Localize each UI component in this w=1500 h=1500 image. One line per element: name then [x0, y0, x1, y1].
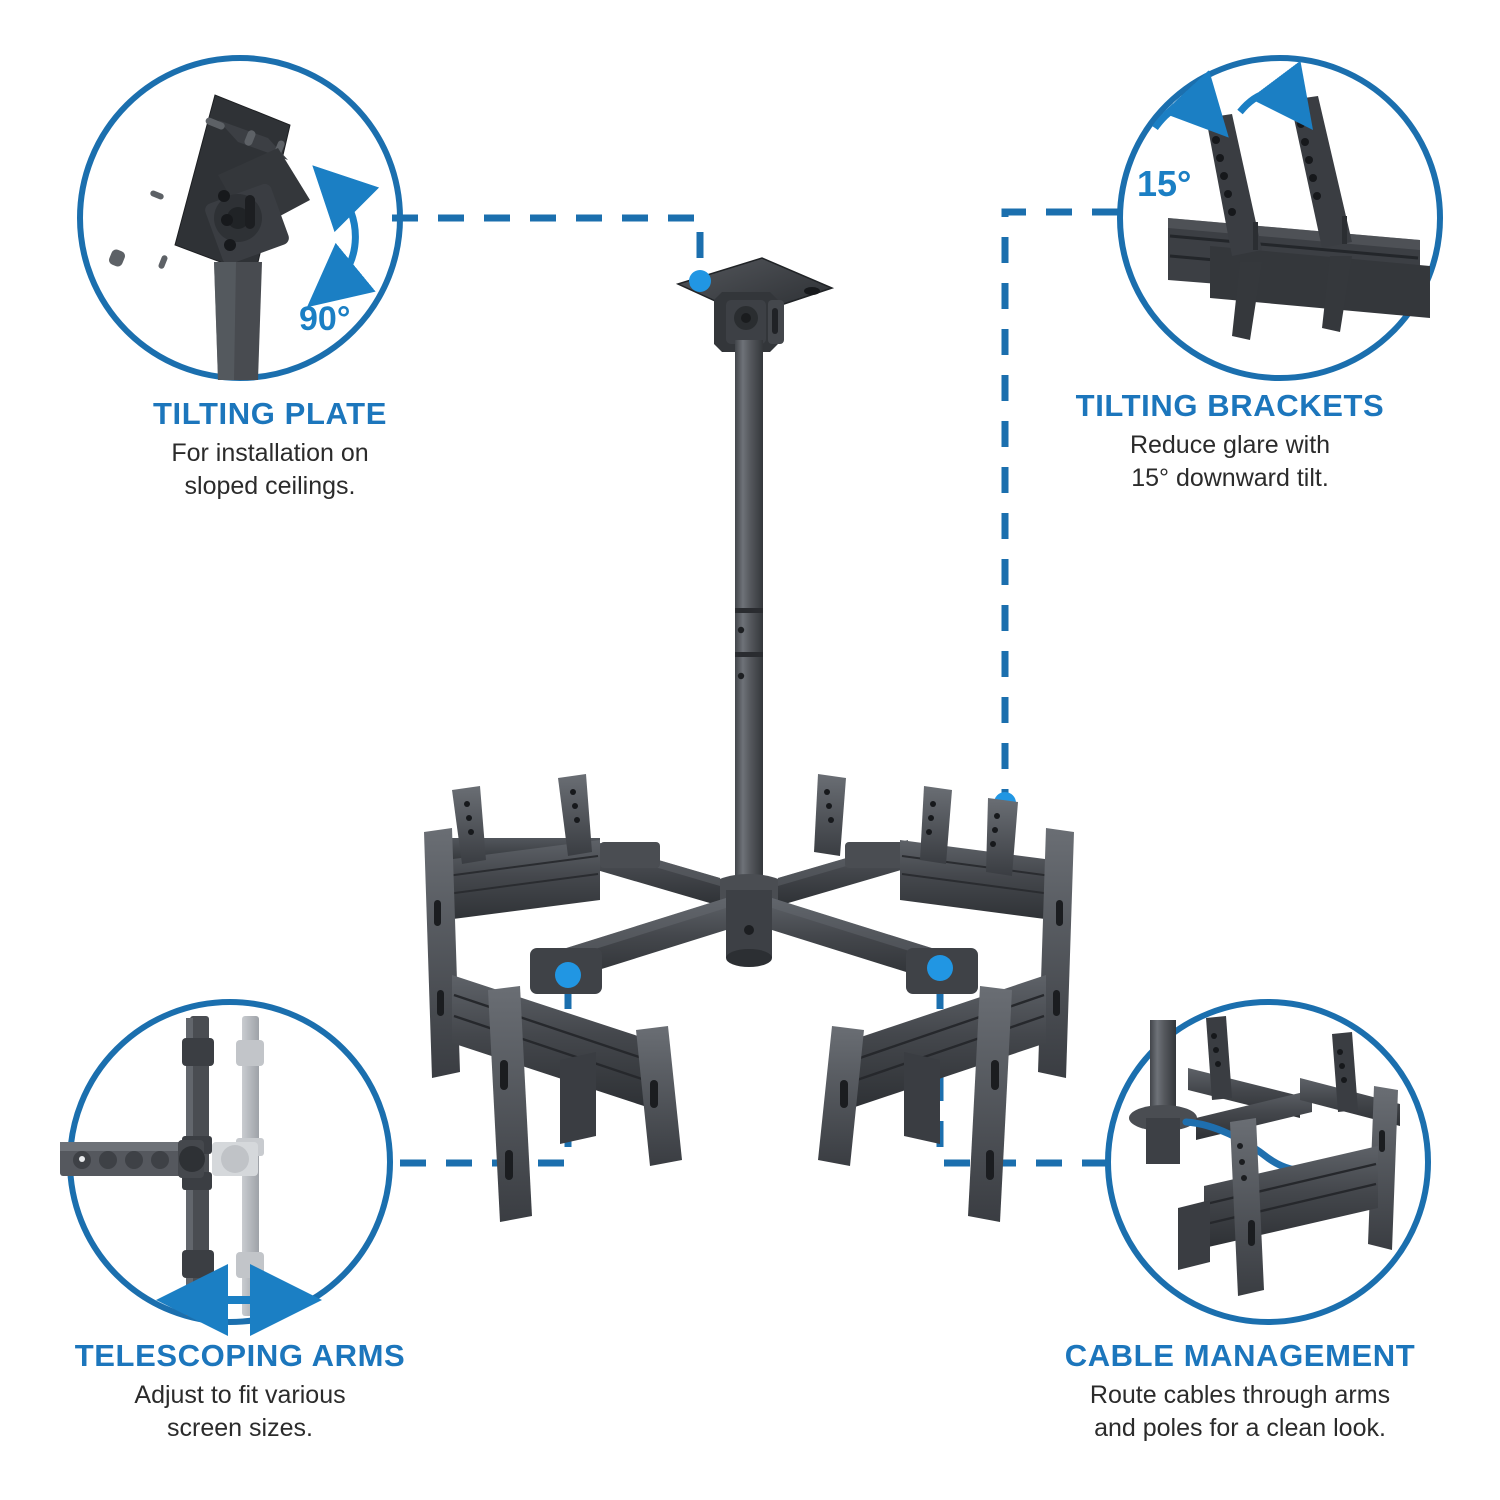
callout-desc-tilting-brackets-line1: Reduce glare with — [1129, 430, 1331, 459]
callout-desc-tilting-plate-line2: sloped ceilings. — [184, 471, 356, 500]
callout-title-tilting-plate: TILTING PLATE — [153, 396, 387, 431]
telescoping-pole — [735, 340, 763, 910]
callout-desc-tilting-plate-line1: For installation on — [171, 438, 369, 467]
callout-desc-tilting-brackets-line2: 15° downward tilt. — [1131, 463, 1329, 492]
tilt-arrow-icon-right — [1237, 60, 1314, 130]
highlight-dot-ceiling-plate — [689, 270, 711, 292]
upper-screen-brackets — [424, 828, 1074, 1078]
callout-desc-telescoping-arms-line1: Adjust to fit various — [134, 1380, 346, 1409]
callout-desc-cable-management-line1: Route cables through arms — [1089, 1380, 1391, 1409]
badge-90-degrees: 90° — [299, 300, 350, 338]
connector-top-right — [1001, 208, 1118, 803]
telescoping-arms-art — [60, 1016, 264, 1316]
connector-top-left — [392, 214, 704, 282]
highlight-dot-cable-right — [927, 955, 953, 981]
tilt-arrow-icon-left — [1152, 70, 1229, 138]
badge-15-degrees: 15° — [1137, 163, 1191, 204]
callout-title-tilting-brackets: TILTING BRACKETS — [1075, 388, 1385, 423]
callout-text-tilting-plate: TILTING PLATE For installation on sloped… — [40, 396, 500, 503]
callout-title-telescoping-arms: TELESCOPING ARMS — [74, 1338, 406, 1373]
tilting-brackets-art — [1168, 96, 1430, 340]
tilting-plate-art — [109, 94, 310, 380]
upper-tilt-brackets — [452, 774, 1018, 876]
callout-text-tilting-brackets: TILTING BRACKETS Reduce glare with 15° d… — [1000, 388, 1460, 495]
callout-desc-telescoping-arms-line2: screen sizes. — [167, 1413, 313, 1442]
lower-cross-arms — [530, 898, 978, 994]
callout-text-telescoping-arms: TELESCOPING ARMS Adjust to fit various s… — [10, 1338, 470, 1445]
cable-management-art — [1129, 1016, 1400, 1296]
ceiling-plate-assembly — [675, 257, 835, 352]
callout-desc-cable-management-line2: and poles for a clean look. — [1094, 1413, 1386, 1442]
lower-screen-brackets — [488, 986, 1012, 1222]
highlight-dot-cable-left — [555, 962, 581, 988]
center-hub — [709, 874, 789, 967]
callout-text-cable-management: CABLE MANAGEMENT Route cables through ar… — [1010, 1338, 1470, 1445]
rotation-arrow-icon — [306, 165, 380, 308]
callout-title-cable-management: CABLE MANAGEMENT — [1064, 1338, 1416, 1373]
